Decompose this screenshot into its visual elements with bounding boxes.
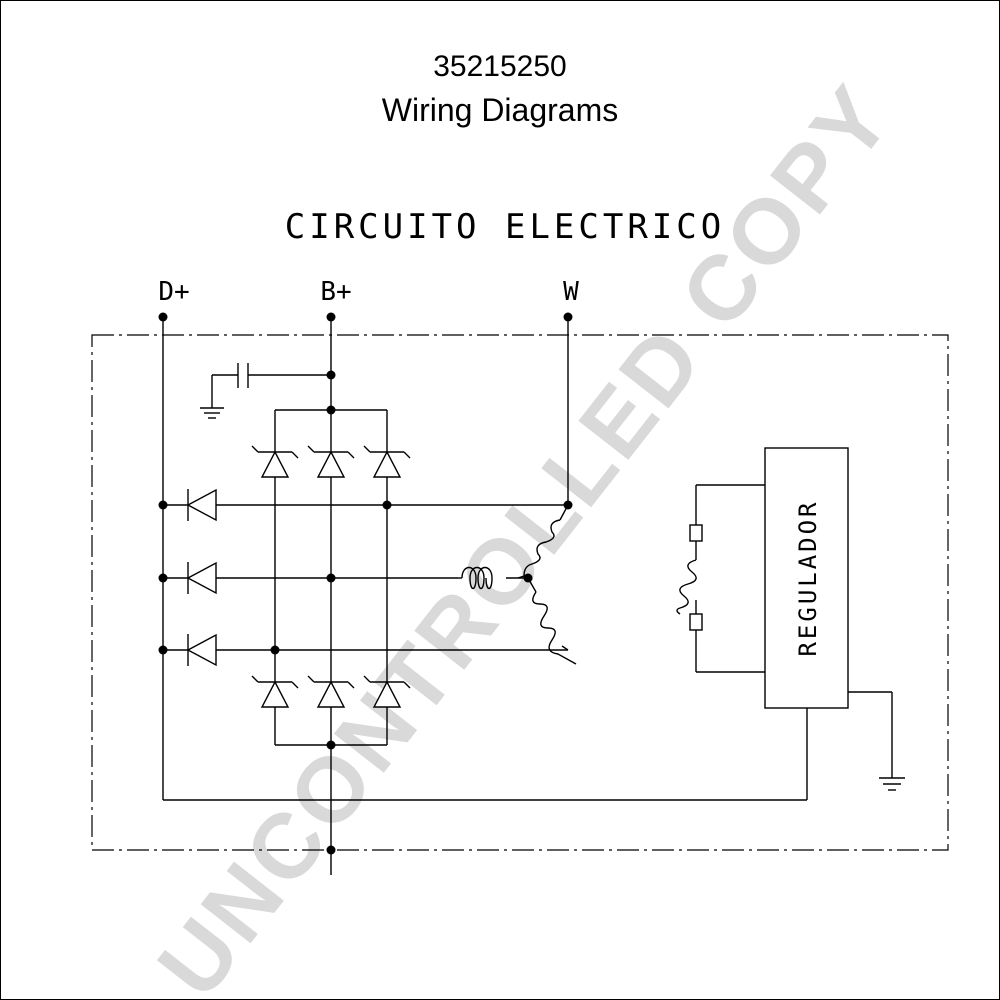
exciter-diodes — [186, 488, 217, 667]
part-number: 35215250 — [433, 50, 567, 83]
exciter-diode-1 — [186, 488, 217, 522]
diode-upper-3 — [363, 445, 411, 478]
junction-dots — [158, 312, 573, 855]
regulator-label: REGULADOR — [794, 499, 822, 656]
diode-upper-1 — [251, 445, 299, 478]
terminal-b-plus-node — [326, 312, 336, 322]
exciter-diode-3 — [186, 633, 217, 667]
diode-lower-1 — [251, 675, 299, 708]
terminal-d-plus-node — [158, 312, 168, 322]
diagram-heading: CIRCUITO ELECTRICO — [285, 207, 725, 247]
document-title: Wiring Diagrams — [381, 92, 619, 128]
diode-lower-2 — [307, 675, 355, 708]
terminal-w-label: W — [563, 277, 579, 307]
diode-lower-3 — [363, 675, 411, 708]
terminal-d-plus-label: D+ — [158, 277, 189, 307]
diode-upper-2 — [307, 445, 355, 478]
alternator-housing-boundary — [91, 334, 949, 851]
lower-rectifier-diodes — [251, 675, 411, 708]
upper-rectifier-diodes — [251, 445, 411, 478]
terminal-w-node — [563, 312, 573, 322]
exciter-diode-2 — [186, 561, 217, 595]
terminal-b-plus-label: B+ — [320, 277, 351, 307]
